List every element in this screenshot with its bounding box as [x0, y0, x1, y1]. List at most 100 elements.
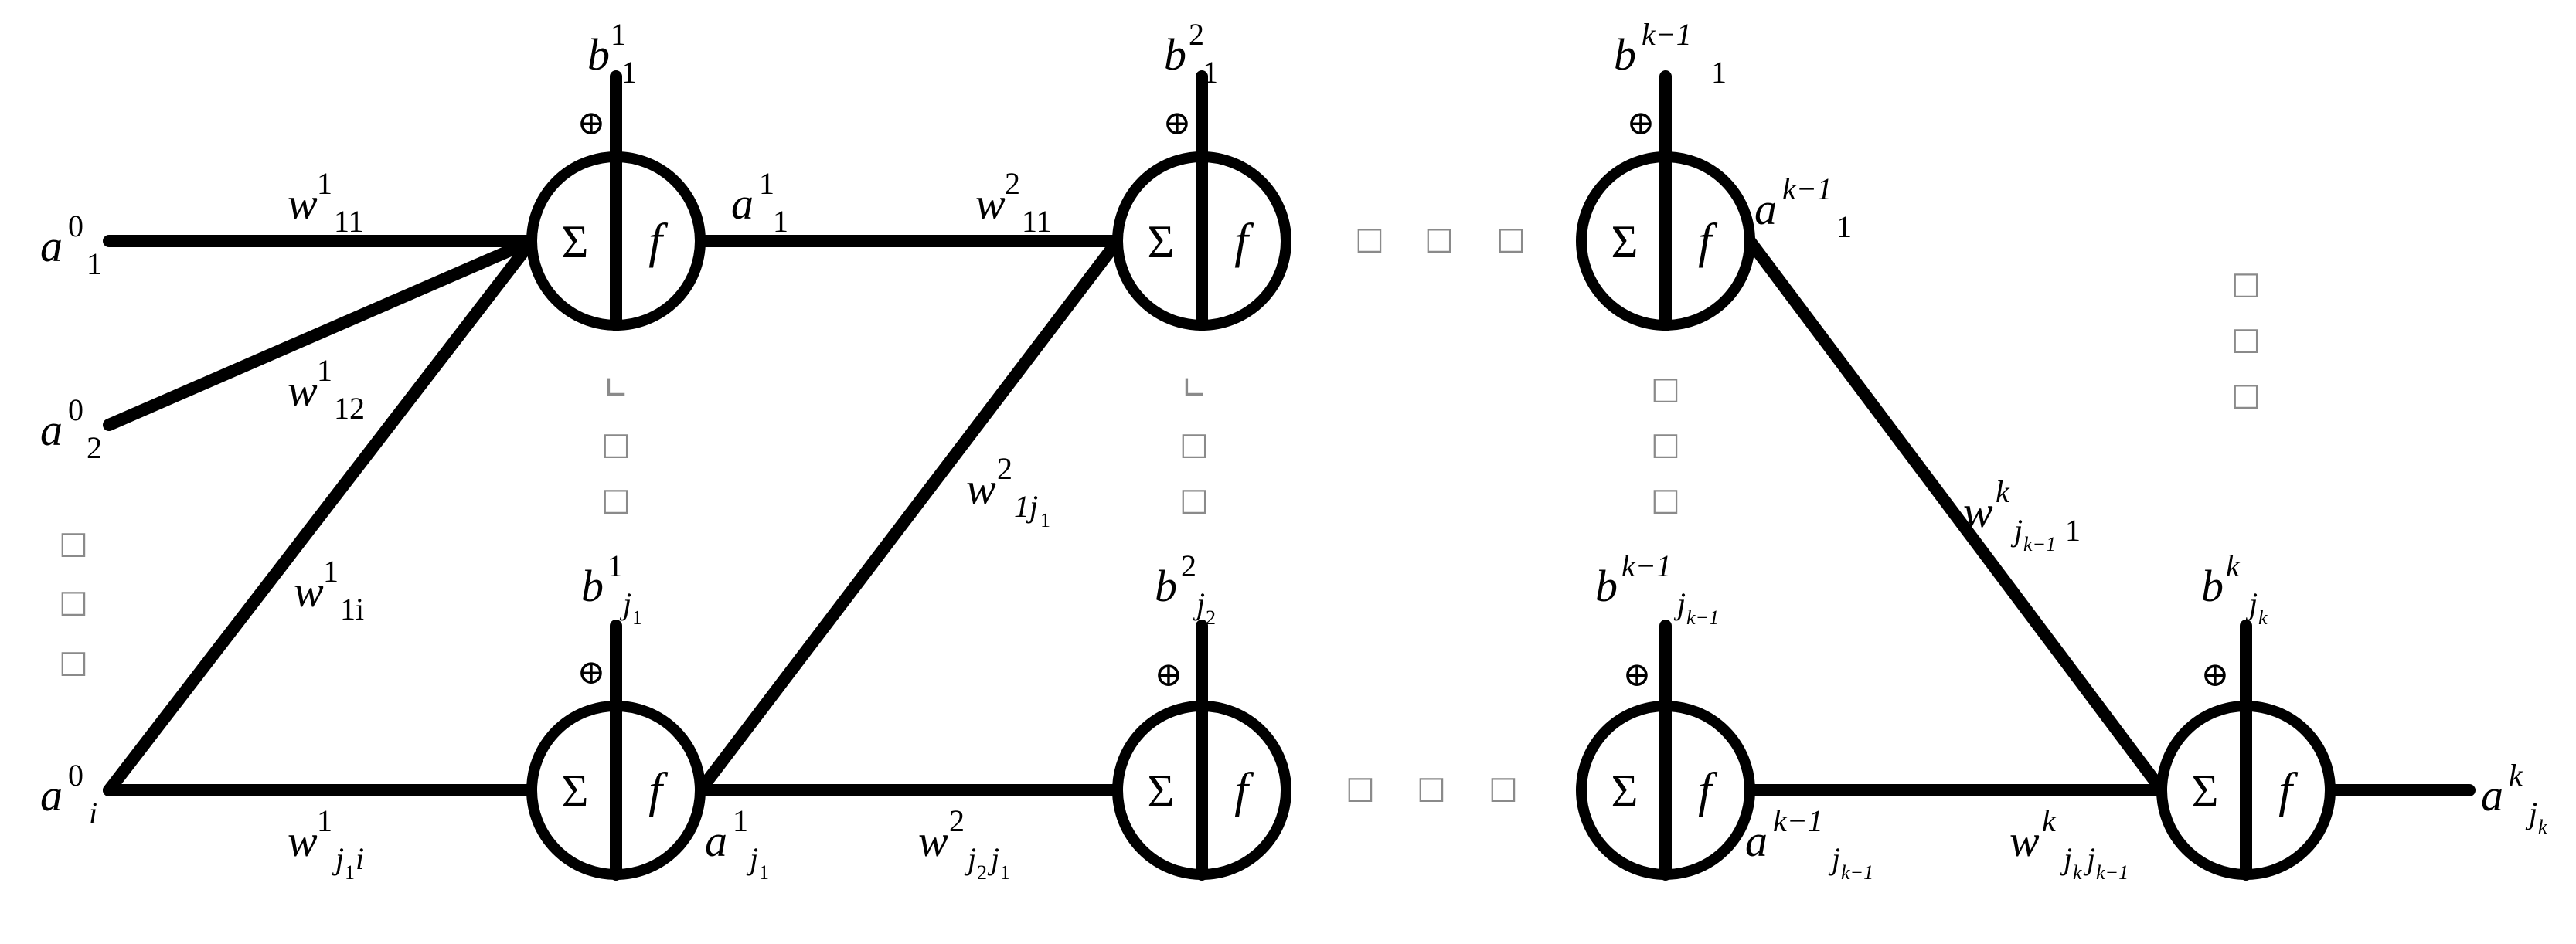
- label-base: w: [288, 178, 318, 229]
- label-base: w: [966, 464, 996, 514]
- weight-label-w2-11: w 2 11: [975, 166, 1052, 239]
- label-sup: 2: [997, 451, 1012, 486]
- label-sub: 11: [334, 204, 364, 239]
- label-sub: j: [2245, 586, 2258, 621]
- sum-symbol: Σ: [1611, 766, 1638, 817]
- label-base: a: [705, 816, 727, 866]
- weight-label-wk-jkjk1: w k j k j k−1: [2009, 803, 2129, 884]
- ellipsis-top-horizontal: □ □ □: [1355, 221, 1526, 256]
- ellipsis-glyph: □: [1651, 482, 1680, 518]
- bias-add-icon: ⊕: [1623, 656, 1652, 694]
- label-sup: 1: [317, 166, 332, 201]
- label-subsub: k−1: [1841, 861, 1873, 884]
- label-tail: 1: [2065, 513, 2081, 548]
- label-sub: 1: [1711, 55, 1727, 90]
- label-sub: j: [2060, 841, 2072, 876]
- label-subsub: k: [2073, 861, 2082, 884]
- label-base: a: [1745, 816, 1768, 866]
- label-tail: j: [2083, 841, 2095, 876]
- output-label-ak-jk: a k j k: [2481, 758, 2547, 838]
- label-tail: j: [987, 841, 999, 876]
- bias-add-icon: ⊕: [577, 104, 606, 142]
- activation-label-a1-1: a 1 1: [731, 166, 788, 239]
- label-sub: 1i: [340, 592, 364, 627]
- label-sup: 0: [68, 209, 83, 243]
- label-sup: 1: [759, 166, 774, 201]
- weight-label-w2-j2j1: w 2 j 2 j 1: [918, 803, 1010, 884]
- edge-a0-2-to-n1-1: [103, 235, 538, 431]
- label-base: a: [731, 178, 754, 229]
- bias-add-icon: ⊕: [1627, 104, 1656, 142]
- label-base: b: [1155, 561, 1177, 611]
- label-sub: j: [746, 841, 758, 876]
- ellipsis-glyph: □: [1346, 770, 1375, 806]
- ellipsis-glyph: □: [2231, 321, 2261, 357]
- label-sup: 1: [317, 353, 332, 388]
- ellipsis-glyph: □: [1179, 482, 1209, 518]
- label-sub: 1: [773, 204, 788, 239]
- bias-label-bk1-1: b k−1 1: [1614, 17, 1727, 90]
- ellipsis-glyph: □: [1496, 221, 1526, 256]
- label-sub: j: [619, 586, 631, 621]
- label-base: b: [581, 561, 604, 611]
- label-sub: 11: [1022, 204, 1052, 239]
- weight-label-w1-j1i: w 1 j 1 i: [288, 803, 364, 884]
- input-label-a0-2: a 0 2: [40, 392, 102, 465]
- label-subsub: k: [2538, 816, 2547, 838]
- weight-label-w1-12: w 1 12: [288, 353, 365, 426]
- ellipsis-glyph: ∟: [1181, 371, 1207, 406]
- bias-label-b2-j2: b 2 j 2: [1155, 548, 1216, 629]
- connections: [103, 235, 2476, 796]
- weight-label-wk-jk11: w k j k−1 1: [1963, 474, 2081, 555]
- label-sup: k: [2509, 758, 2523, 793]
- edge-n1-j1-to-n2-1: [694, 235, 1124, 796]
- neuron-layer2-1: ⊕ Σ f: [1112, 70, 1291, 331]
- label-sub: 1: [87, 246, 102, 281]
- sum-symbol: Σ: [562, 216, 589, 267]
- ellipsis-glyph: □: [1489, 770, 1518, 806]
- label-base: a: [40, 221, 63, 271]
- label-sup: k: [2042, 803, 2057, 838]
- label-base: a: [1754, 184, 1777, 234]
- label-sup: k−1: [1782, 171, 1832, 206]
- label-sub: 1j: [1014, 489, 1038, 524]
- edge-a0-i-to-n1-1: [103, 235, 538, 796]
- label-sub: j: [332, 841, 344, 876]
- ellipsis-glyph: □: [2231, 266, 2261, 301]
- ellipsis-glyph: □: [1417, 770, 1446, 806]
- label-sup: 1: [323, 554, 339, 589]
- label-subsub: 2: [1206, 606, 1216, 629]
- label-base: w: [294, 566, 324, 616]
- ellipsis-glyph: □: [59, 525, 88, 561]
- label-base: b: [2201, 561, 2224, 611]
- ellipsis-glyph: □: [1424, 221, 1454, 256]
- ellipsis-glyph: □: [2231, 377, 2261, 413]
- sum-symbol: Σ: [1148, 216, 1175, 267]
- weight-label-w2-1j1: w 2 1j 1: [966, 451, 1050, 531]
- weight-label-w1-1i: w 1 1i: [294, 554, 364, 627]
- label-subsub: 2: [977, 861, 987, 884]
- label-sub: j: [1828, 841, 1840, 876]
- label-base: w: [288, 816, 318, 866]
- bias-add-icon: ⊕: [1155, 656, 1183, 694]
- label-tailsub: 1: [1000, 861, 1010, 884]
- label-sup: 2: [949, 803, 965, 838]
- label-sup: k: [1996, 474, 2010, 509]
- label-sup: 0: [68, 392, 83, 427]
- label-sub: j: [1193, 586, 1205, 621]
- label-sub: 1: [1203, 55, 1218, 90]
- label-subsub: 1: [759, 861, 769, 884]
- sum-symbol: Σ: [2192, 766, 2219, 817]
- bias-add-icon: ⊕: [1163, 104, 1192, 142]
- bias-label-b1-1: b 1 1: [587, 17, 637, 90]
- label-subsub: 1: [345, 861, 355, 884]
- bias-label-b1-j1: b 1 j 1: [581, 548, 642, 629]
- label-sup: 2: [1005, 166, 1020, 201]
- label-sup: k−1: [1773, 803, 1823, 838]
- label-base: a: [40, 770, 63, 820]
- label-base: b: [1164, 29, 1186, 80]
- ellipsis-glyph: ∟: [603, 371, 629, 406]
- ellipsis-layer2-vertical: ∟ □ □: [1179, 371, 1209, 518]
- sum-symbol: Σ: [1148, 766, 1175, 817]
- label-base: w: [1963, 487, 1993, 537]
